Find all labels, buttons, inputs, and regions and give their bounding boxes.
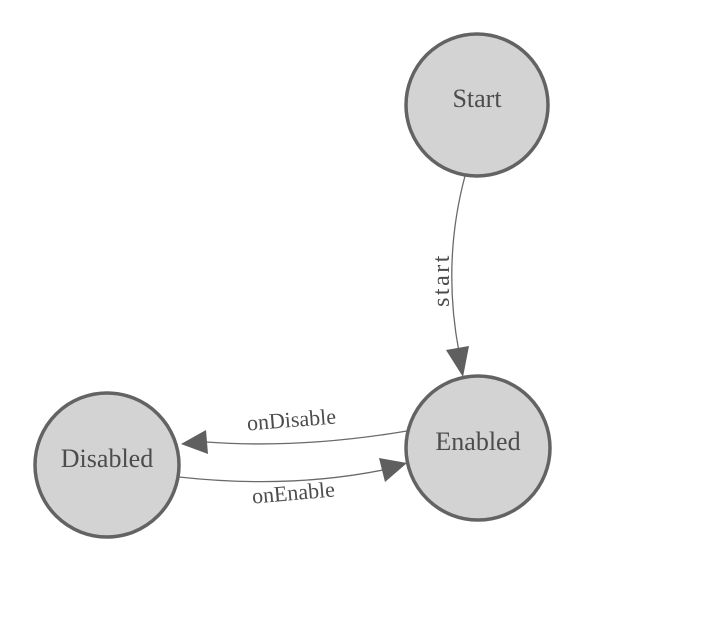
state-label-start: Start — [452, 84, 502, 113]
state-node-enabled: Enabled — [404, 374, 552, 522]
state-circle-start — [404, 32, 550, 178]
state-circle-disabled — [33, 391, 181, 539]
state-label-disabled: Disabled — [61, 444, 153, 473]
state-node-start: Start — [404, 32, 550, 178]
arrowhead-icon — [181, 430, 208, 454]
edge-disabled-to-enabled: onEnable — [178, 458, 407, 509]
state-circle-enabled — [404, 374, 552, 522]
edge-line-disabled-to-enabled — [178, 469, 384, 483]
edge-label-ondisable: onDisable — [246, 404, 337, 436]
edge-label-start: start — [429, 253, 455, 307]
arrowhead-icon — [446, 346, 469, 377]
edge-enabled-to-disabled: onDisable — [181, 404, 408, 454]
state-label-enabled: Enabled — [435, 427, 520, 456]
edge-start-to-enabled: start — [429, 175, 469, 377]
arrowhead-icon — [379, 458, 407, 482]
edge-line-enabled-to-disabled — [205, 430, 408, 445]
edge-line-start-to-enabled — [451, 175, 466, 353]
state-node-disabled: Disabled — [33, 391, 181, 539]
